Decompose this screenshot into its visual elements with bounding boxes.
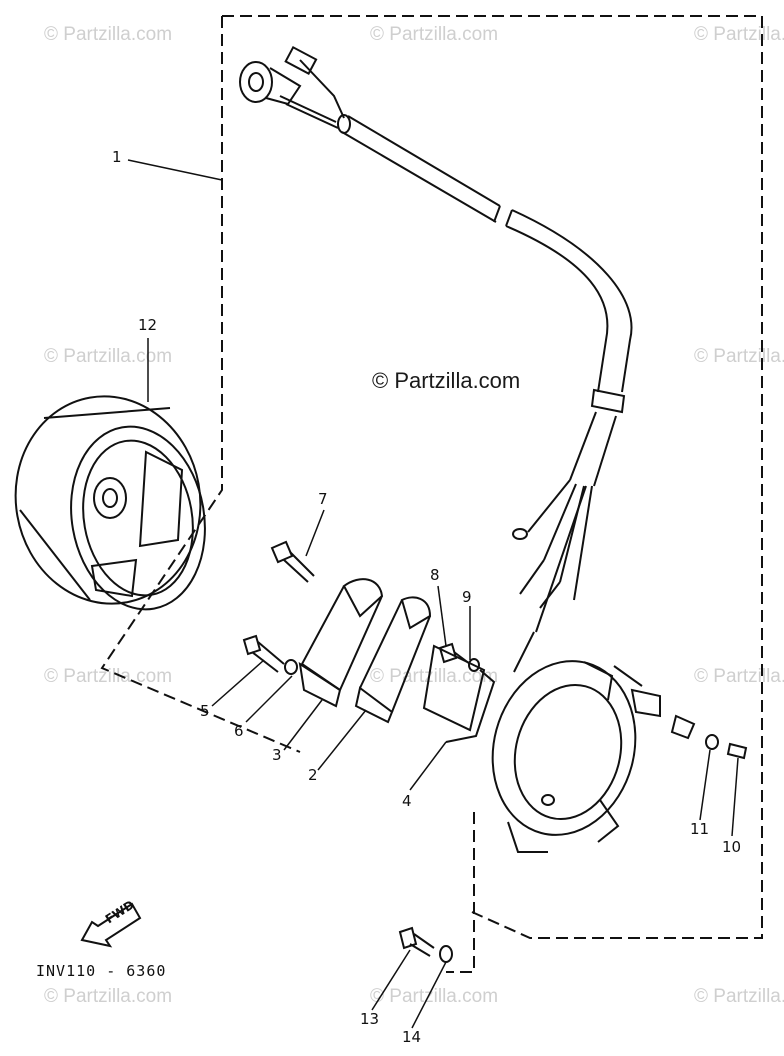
lead-connector [613, 665, 696, 740]
bolt-7 [270, 540, 315, 583]
part-label-8: 8 [430, 566, 440, 584]
washer-9 [468, 658, 480, 672]
watermark: © Partzilla.com [370, 666, 499, 687]
part-label-7: 7 [318, 490, 328, 508]
watermark: © Partzilla.com [694, 986, 784, 1007]
bolt-8 [438, 642, 471, 665]
watermark: © Partzilla.com [370, 24, 499, 45]
leader-4 [409, 741, 447, 791]
flywheel-rotor [14, 395, 206, 611]
part-label-14: 14 [402, 1028, 422, 1046]
leader-14 [411, 961, 447, 1029]
leader-13 [371, 949, 411, 1011]
leader-3 [283, 699, 323, 751]
coil-3 [298, 578, 384, 708]
plate-4 [422, 644, 496, 743]
coil-2 [354, 596, 432, 724]
washer-14 [439, 945, 453, 963]
part-label-13: 13 [360, 1010, 380, 1028]
assembly-outline-left [100, 16, 301, 753]
leader-6 [245, 675, 293, 723]
leader-2 [317, 709, 367, 771]
part-label-10: 10 [722, 838, 742, 856]
leader-11 [699, 749, 711, 821]
part-label-6: 6 [234, 722, 244, 740]
part-label-3: 3 [272, 746, 282, 764]
part-label-12: 12 [138, 316, 158, 334]
screw-10 [726, 742, 748, 760]
watermark: © Partzilla.com [44, 24, 173, 45]
watermark: © Partzilla.com [44, 986, 173, 1007]
part-label-2: 2 [308, 766, 318, 784]
part-label-5: 5 [200, 702, 210, 720]
bolt-5 [242, 634, 285, 673]
fwd-arrow-icon [80, 902, 142, 948]
bolt-13 [398, 926, 435, 957]
assembly-outline [222, 15, 763, 939]
watermark: © Partzilla.com [44, 666, 173, 687]
watermark: © Partzilla.com [44, 346, 173, 367]
washer-11 [705, 734, 719, 750]
leader-7 [305, 509, 325, 557]
part-label-11: 11 [690, 820, 710, 838]
leader-10 [731, 757, 739, 837]
leader-1 [127, 159, 223, 181]
wire-harness [239, 45, 633, 673]
part-label-4: 4 [402, 792, 412, 810]
watermark: © Partzilla.com [370, 986, 499, 1007]
stator-plate [491, 660, 637, 853]
part-label-1: 1 [112, 148, 122, 166]
leader-5 [211, 659, 265, 707]
part-label-9: 9 [462, 588, 472, 606]
washer-6 [284, 659, 298, 675]
center-watermark: © Partzilla.com [372, 368, 521, 393]
leader-8 [437, 585, 447, 647]
reference-code: INV110 - 6360 [36, 962, 167, 980]
